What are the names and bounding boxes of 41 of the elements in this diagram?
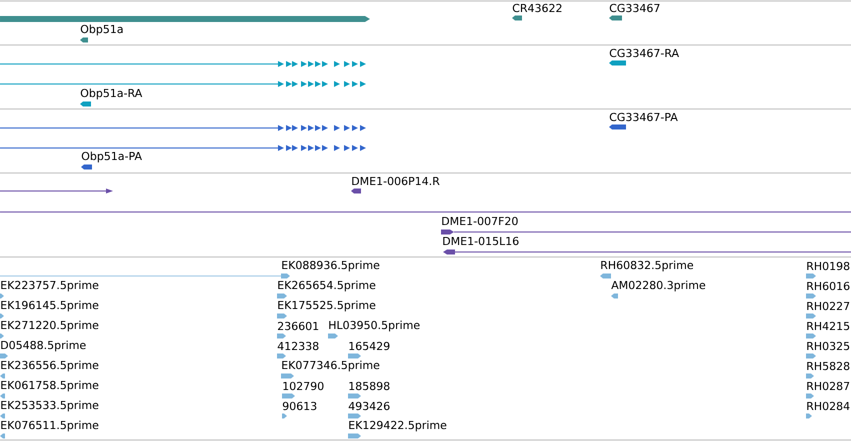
feature-label: 236601	[278, 322, 318, 330]
feature-label: RH5828	[807, 362, 850, 370]
feature-label: EK077346.5prime	[282, 360, 380, 372]
feature-label: 90613	[282, 402, 316, 410]
feature-label: RH6016	[807, 282, 850, 290]
feature-label: RH60832.5prime	[601, 260, 694, 272]
feature-label: DME1-006P14.R	[352, 176, 440, 186]
feature-label: EK265654.5prime	[278, 280, 376, 292]
feature-label: RH0227	[807, 302, 850, 310]
feature-label: D05488.5prime	[1, 340, 86, 352]
feature-label: CG33467-RA	[610, 48, 679, 58]
feature-label: EK271220.5prime	[1, 320, 98, 332]
feature-label: DME1-007F20	[442, 216, 518, 226]
feature-label: EK253533.5prime	[1, 400, 98, 412]
feature-label: Obp51a	[80, 24, 123, 36]
feature-label: RH4215	[807, 322, 850, 330]
feature-label: 102790	[283, 382, 324, 390]
feature-label: DME1-015L16	[443, 236, 518, 246]
feature-label: AM02280.3prime	[611, 280, 706, 292]
feature-label: EK236556.5prime	[1, 360, 98, 372]
feature-label: HL03950.5prime	[329, 320, 420, 332]
feature-label: EK076511.5prime	[1, 420, 98, 432]
feature-label: RH0287	[807, 382, 850, 390]
feature-label: EK088936.5prime	[282, 260, 380, 272]
feature-label: EK196145.5prime	[1, 300, 98, 312]
feature-label: RH0284	[807, 402, 850, 410]
feature-label: 493426	[348, 402, 390, 410]
feature-label: EK175525.5prime	[278, 300, 376, 312]
feature-label: EK061758.5prime	[1, 380, 98, 392]
feature-label: EK223757.5prime	[1, 280, 98, 292]
feature-label: EK129422.5prime	[349, 420, 446, 432]
feature-label: 165429	[349, 342, 390, 350]
feature-label: CG33467-PA	[610, 112, 678, 122]
feature-label: 412338	[278, 342, 318, 350]
feature-label: 185898	[349, 382, 390, 390]
feature-label: Obp51a-PA	[82, 152, 142, 162]
feature-label: Obp51a-RA	[80, 88, 142, 100]
feature-label: RH0325	[807, 342, 850, 350]
feature-label: CR43622	[512, 4, 562, 12]
feature-label: CG33467	[610, 4, 660, 12]
feature-label: RH0198	[807, 262, 850, 270]
